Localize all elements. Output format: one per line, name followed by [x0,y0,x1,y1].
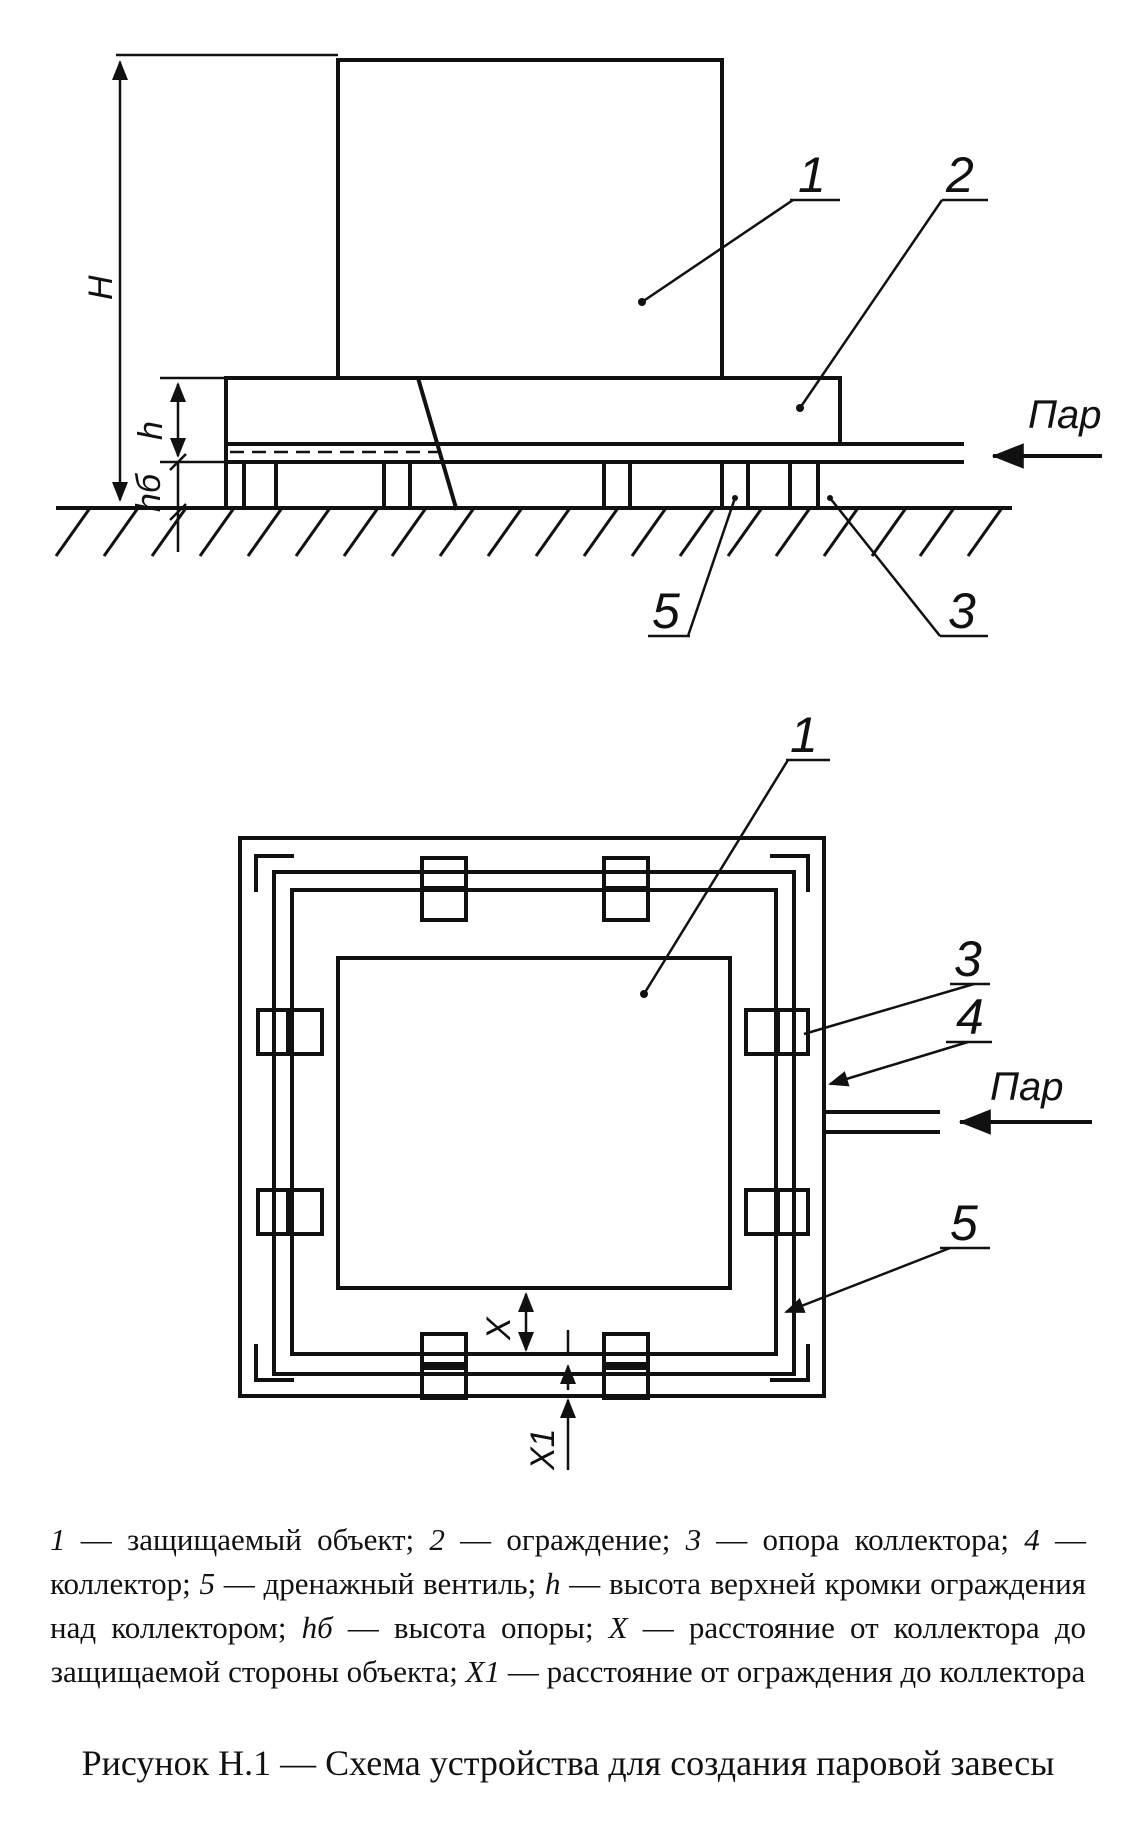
protected-object [336,58,724,380]
hatch-line [582,507,620,557]
steam-curtain-diagram: 1 2 5 3 Пар H h hб [54,53,1102,1471]
side-label-2: 2 [945,147,974,203]
support-pad [420,1366,468,1400]
support-pad [744,1188,778,1236]
hatch-line [102,507,140,557]
support-pad [256,1188,290,1236]
hatch-line [198,507,236,557]
plan-label-3: 3 [954,931,982,987]
collector-supports [242,460,820,510]
legend-key: h [544,1566,561,1601]
side-label-1: 1 [798,147,826,203]
support-pad [256,1008,290,1056]
legend-key: hб [301,1610,333,1645]
legend-text: — высота верхней кромки ограждения над к… [50,1566,1086,1645]
support-pad [602,1332,650,1366]
hatch-line [678,507,716,557]
dim-h-label: h [132,421,170,440]
plan-label-5: 5 [950,1195,978,1251]
legend-key: 3 [685,1522,702,1557]
legend-text: — расстояние от коллектора до защищаемой… [50,1610,1086,1689]
support-pad [420,1332,468,1366]
dim-H-label: H [82,275,120,300]
hatch-line [342,507,380,557]
plan-supports [256,856,810,1400]
plan-collector-outer [272,870,796,1376]
plan-protected-object [336,956,732,1290]
plan-steam-label: Пар [990,1065,1063,1109]
plan-fence [238,836,826,1398]
hatch-line [822,507,860,557]
legend-key: 5 [199,1566,215,1601]
legend-key: 1 [50,1522,66,1557]
hatch-line [246,507,284,557]
hatch-line [966,507,1004,557]
dim-X1-label: X1 [524,1428,562,1471]
legend-text: — расстояние от ограждения до коллектора [500,1654,1086,1689]
side-label-3: 3 [948,583,976,639]
hatch-line [630,507,668,557]
legend-key: X1 [465,1654,501,1689]
legend-text: — защищаемый объект; [65,1522,430,1557]
plan-corners [254,854,810,1382]
legend-text: — дренажный вентиль; [214,1566,545,1601]
support-pad [744,1008,778,1056]
hatch-line [870,507,908,557]
support-pad [290,1008,324,1056]
hatch-line [918,507,956,557]
side-steam-label: Пар [1028,393,1101,437]
hatch-line [726,507,764,557]
hatch-line [390,507,428,557]
support-pad [776,1188,810,1236]
legend-text: — коллектор; [50,1522,1086,1601]
support-pad [290,1188,324,1236]
legend-text: — опора коллектора; [701,1522,1025,1557]
legend-key: 4 [1024,1522,1040,1557]
right-fence [720,376,842,446]
legend: 1 — защищаемый объект; 2 — ограждение; 3… [50,1518,1086,1694]
legend-key: 2 [429,1522,445,1557]
side-label-5: 5 [652,583,680,639]
hatch-line [534,507,572,557]
legend-text: — ограждение; [444,1522,686,1557]
plan-view: Пар 1 3 4 5 X X1 [238,707,1092,1471]
plan-label-4: 4 [956,989,984,1045]
plan-label-1: 1 [790,707,818,763]
legend-text: — высота опоры; [332,1610,609,1645]
hatch-line [438,507,476,557]
dim-X-label: X [480,1316,518,1341]
support-pad [602,888,650,922]
hatch-line [486,507,524,557]
hatch-line [150,507,188,557]
ground-hatching [54,507,1004,557]
side-view: 1 2 5 3 Пар H h hб [54,53,1102,639]
dim-hb-label: hб [130,472,168,512]
support-pad [420,888,468,922]
legend-key: X [608,1610,628,1645]
support-pad [602,1366,650,1400]
hatch-line [774,507,812,557]
figure-caption: Рисунок Н.1 — Схема устройства для созда… [81,1743,1055,1783]
hatch-line [54,507,92,557]
hatch-line [294,507,332,557]
